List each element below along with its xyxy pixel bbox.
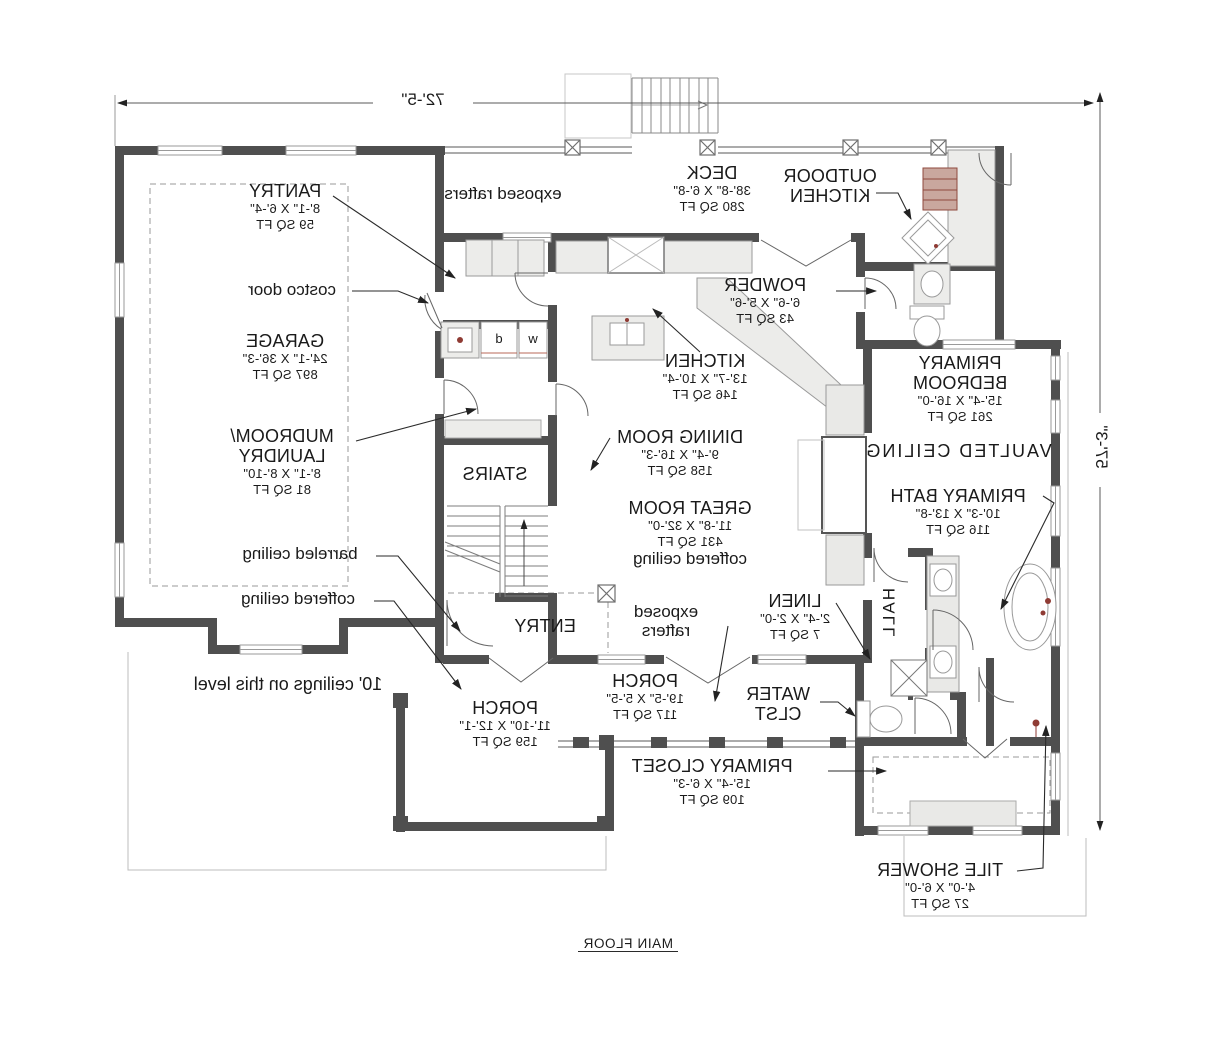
overall-width-dimension: 72'-5" xyxy=(401,90,445,109)
room-label-primary-bedroom: PRIMARY BEDROOM 15'-4" X 16'-0" 261 SQ F… xyxy=(912,353,1008,424)
overall-depth-text: 57'-3" xyxy=(1091,425,1111,469)
annotation-costco-door: costco door xyxy=(248,280,336,299)
deck-stairs xyxy=(631,77,719,134)
room-label-pantry: PANTRY 8'-1" X 6'-4" 59 SQ FT xyxy=(248,181,322,232)
annotation-exposed-rafters-deck: exposed rafters xyxy=(444,184,562,203)
room-label-hall: HALL xyxy=(879,587,899,639)
door-symbols xyxy=(424,152,1015,759)
room-label-kitchen: KITCHEN 13'-7" X 10'-4" 146 SQ FT xyxy=(662,351,748,402)
dryer-label: d xyxy=(495,331,503,346)
annotation-vaulted-ceiling: VAULTED CEILING xyxy=(864,441,1052,461)
room-label-garage: GARAGE 24'-1" X 36'-3" 897 SQ FT xyxy=(242,331,328,382)
bath-fixtures xyxy=(856,555,1057,738)
room-label-primary-bath: PRIMARY BATH 10'-3" X 13'-8" 116 SQ FT xyxy=(890,486,1026,537)
annotation-coffered-ceiling: coffered ceiling xyxy=(240,589,356,608)
room-label-great-room: GREAT ROOM 11'-8" X 32'-0" 431 SQ FT cof… xyxy=(628,498,752,569)
overall-depth-dimension: 57'-3" xyxy=(1066,414,1136,480)
room-label-deck: DECK 38'-8" X 6'-8" 280 SQ FT xyxy=(673,163,751,214)
room-label-front-porch: PORCH 19'-5" X 5'-5" 117 SQ FT xyxy=(606,671,684,722)
room-label-outdoor-kitchen: OUTDOOR KITCHEN xyxy=(783,166,877,207)
room-label-stairs: STAIRS xyxy=(462,464,528,484)
room-label-primary-closet: PRIMARY CLOSET 15'-4" X 6'-3" 109 SQ FT xyxy=(631,756,793,807)
powder-fixtures xyxy=(909,263,951,347)
room-label-dining: DINING ROOM 9'-4" X 16'-3" 158 SQ FT xyxy=(616,427,744,478)
dimension-lines xyxy=(114,92,1104,831)
room-label-linen: LINEN 2'-4" X 2'-0" 7 SQ FT xyxy=(759,591,831,642)
laundry-fixtures xyxy=(440,321,548,359)
room-label-water-closet: WATER CLST xyxy=(746,684,810,725)
washer-label: w xyxy=(528,331,538,346)
leader-arrows xyxy=(332,192,1055,872)
room-label-corner-porch: PORCH 11'-10" X 12'-1" 159 SQ FT xyxy=(459,698,551,749)
room-label-mudroom-laundry: MUDROOM/ LAUNDRY 8'-1" X 8'-10" 81 SQ FT xyxy=(230,426,334,497)
fireplace-builtins xyxy=(797,384,867,586)
annotation-ceiling-height: 10' ceilings on this level xyxy=(193,674,383,694)
annotation-barreled-ceiling: barreled ceiling xyxy=(242,544,358,563)
closet-shelving xyxy=(909,800,1017,827)
room-label-powder: POWDER 6'-6" X 5'-6" 43 SQ FT xyxy=(723,275,807,326)
sheet-title: MAIN FLOOR xyxy=(558,936,698,952)
room-label-entry: ENTRY xyxy=(514,616,576,636)
outdoor-kitchen-fixtures xyxy=(901,149,996,267)
roof-overhang-lines xyxy=(127,73,1087,917)
structural-columns xyxy=(564,139,947,603)
kitchen-fixtures xyxy=(465,236,858,432)
room-label-tile-shower: TILE SHOWER 4'-0" X 6'-0" 27 SQ FT xyxy=(876,860,1004,911)
interior-stairs xyxy=(444,419,548,597)
annotation-exposed-rafters-porch: exposed rafters xyxy=(633,602,699,641)
